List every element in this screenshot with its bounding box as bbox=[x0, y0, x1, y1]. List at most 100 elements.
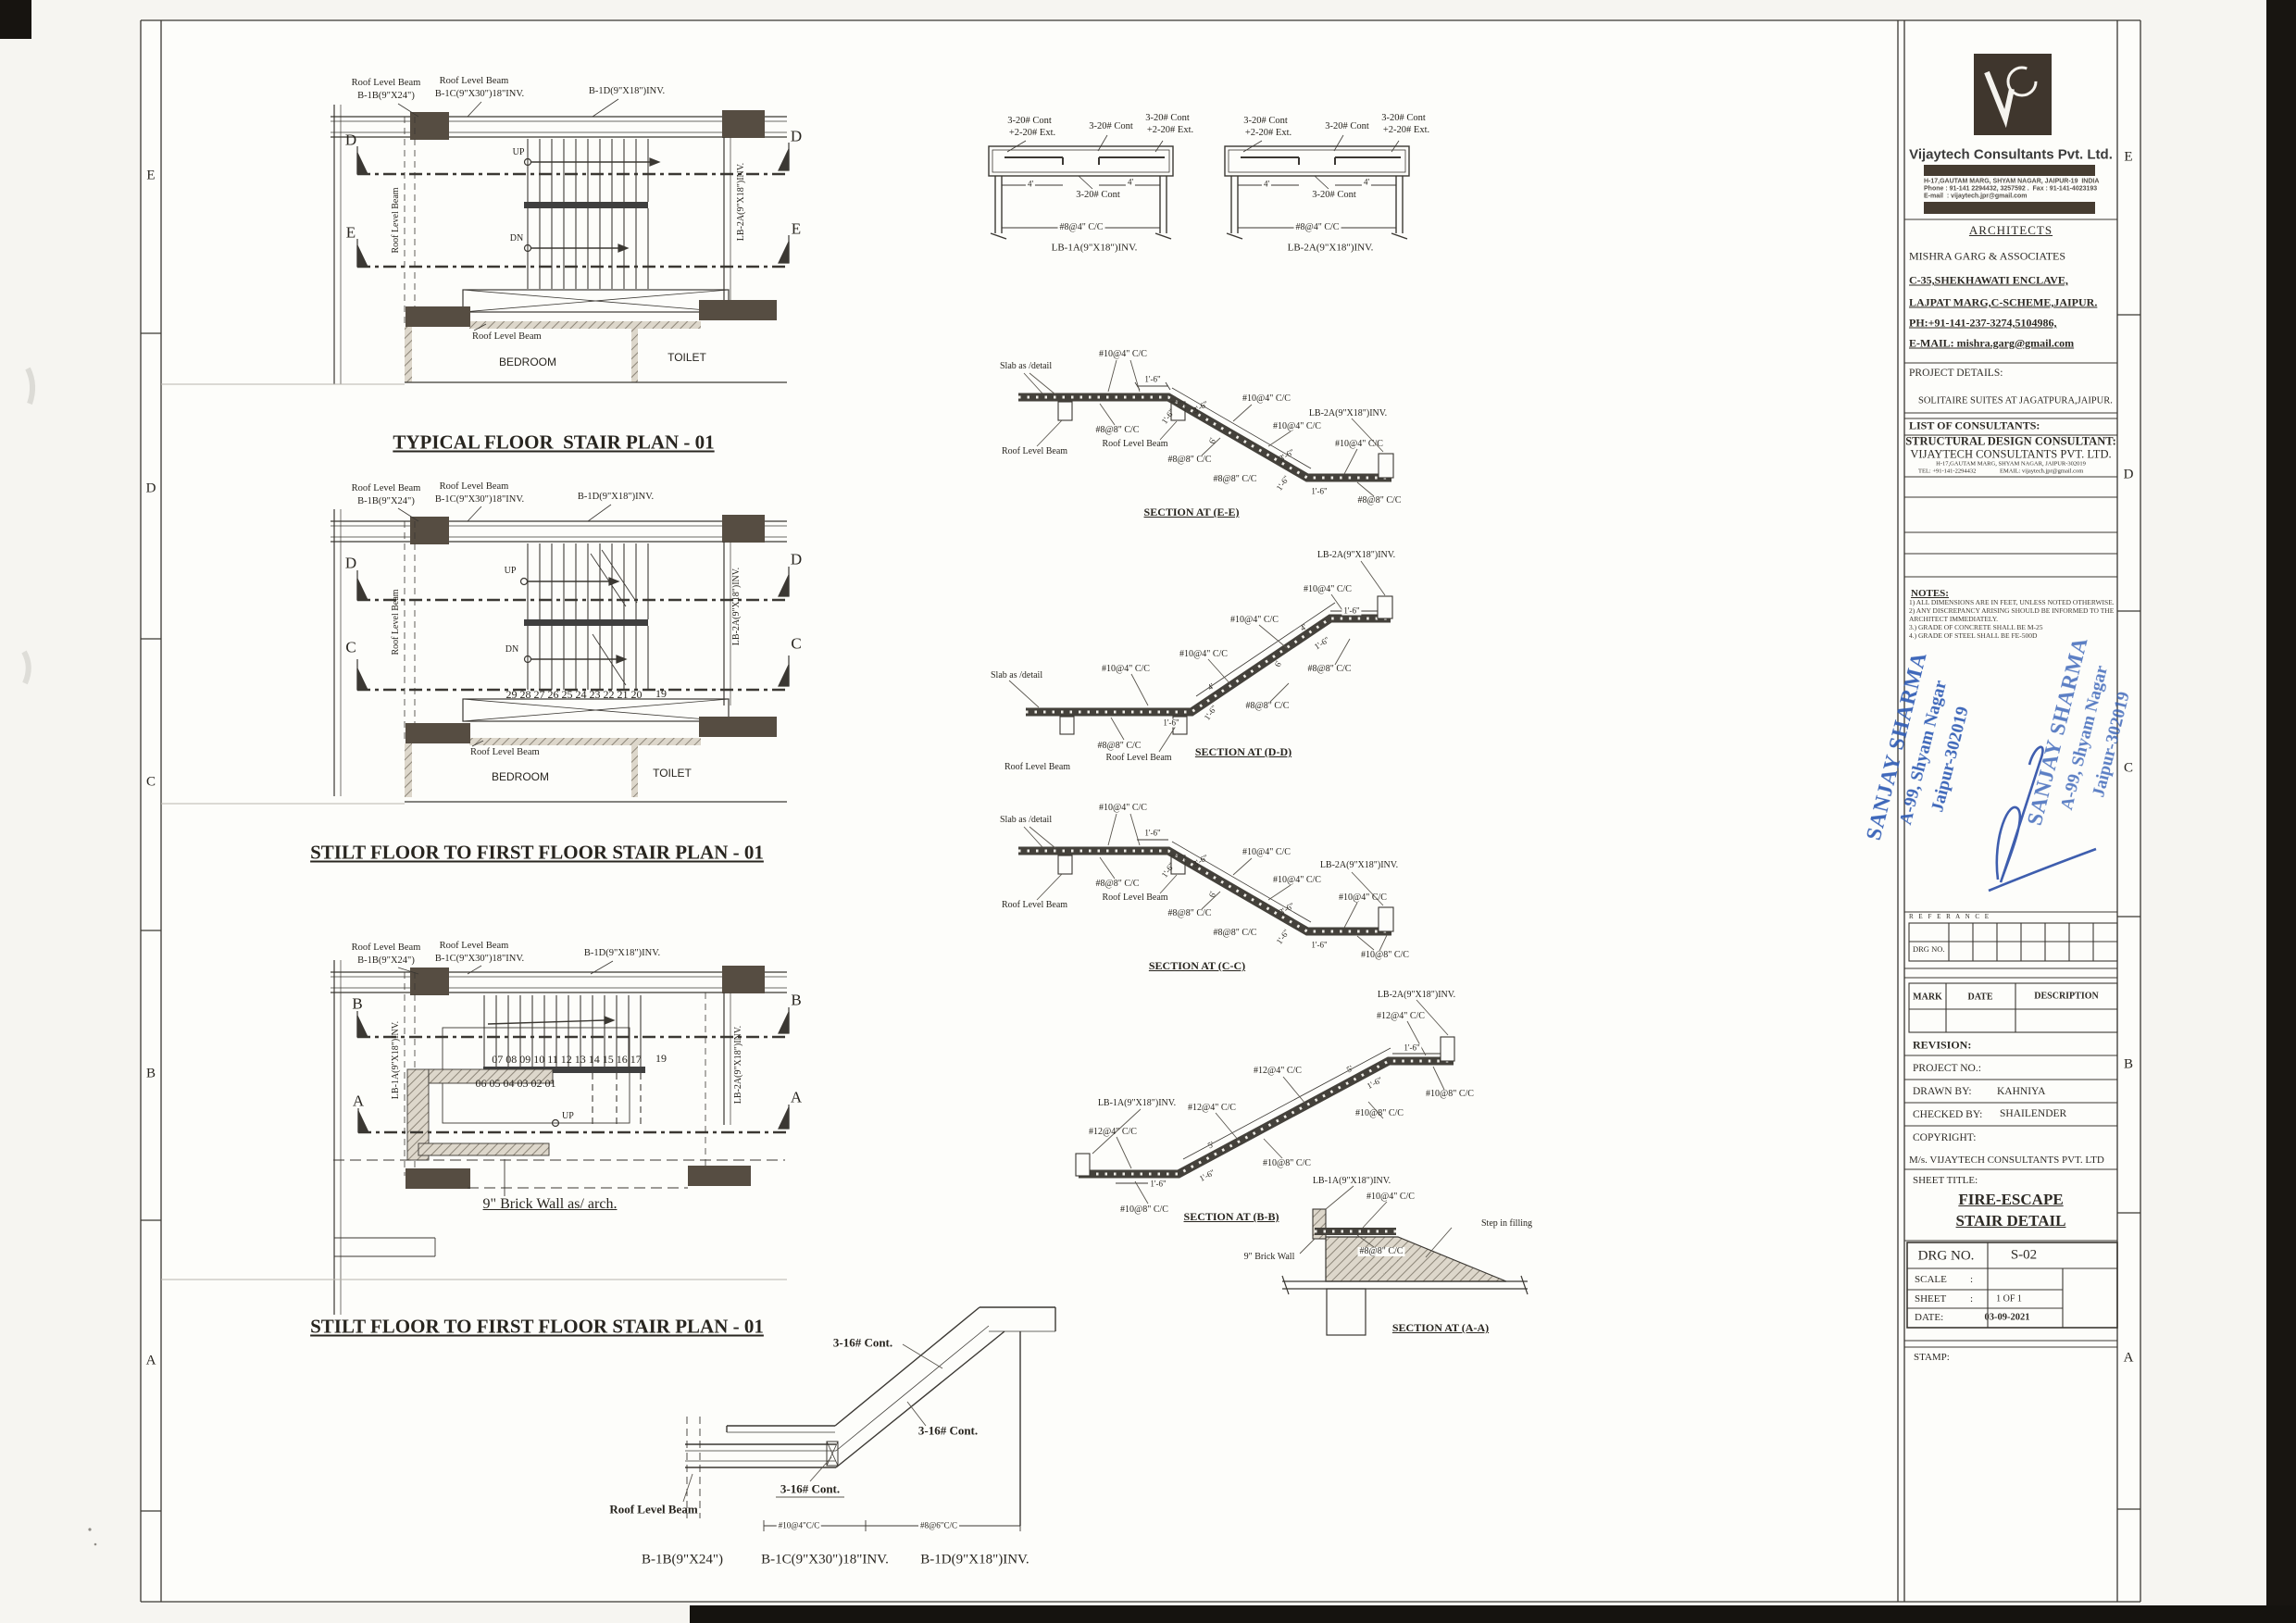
label-section_dd: #10@4" C/C bbox=[1304, 584, 1352, 594]
label-section_ee: Roof Level Beam bbox=[1102, 439, 1168, 449]
label-plan2: D bbox=[790, 550, 803, 568]
section-cc-linework bbox=[1018, 813, 1394, 952]
scan-smudge bbox=[25, 367, 35, 405]
label-plan3: B bbox=[791, 991, 802, 1009]
label-plan2: B-1D(9"X18")INV. bbox=[577, 491, 655, 502]
label-plan3: 19 bbox=[655, 1052, 667, 1065]
label-plan3: LB-2A(9"X18")INV. bbox=[733, 1025, 743, 1105]
label-section_dd: #10@4" C/C bbox=[1179, 649, 1228, 659]
label-section_aa: SECTION AT (A-A) bbox=[1391, 1321, 1490, 1334]
checked-by-label: CHECKED BY: bbox=[1913, 1109, 1983, 1120]
label-plan2: TOILET bbox=[653, 767, 692, 780]
label-plan3: B-1D(9"X18")INV. bbox=[583, 947, 661, 958]
label-plan3: Roof Level Beam bbox=[439, 940, 509, 951]
label-plan1: UP bbox=[512, 147, 525, 157]
company-name: Vijaytech Consultants Pvt. Ltd. bbox=[1909, 146, 2113, 163]
label-section_ee: #10@4" C/C bbox=[1335, 439, 1383, 449]
label-bottom_detail: #10@4"C/C bbox=[776, 1520, 822, 1530]
scan-right-strip bbox=[2266, 0, 2296, 1623]
label-bottom_detail: 3-16# Cont. bbox=[917, 1423, 979, 1438]
band-dark bbox=[1924, 202, 2095, 214]
consultants-label: LIST OF CONSULTANTS: bbox=[1909, 418, 2040, 432]
note-item: 3.) GRADE OF CONCRETE SHALL BE M-25 bbox=[1909, 623, 2043, 631]
label-plan1: TYPICAL FLOOR STAIR PLAN - 01 bbox=[393, 431, 715, 454]
label-section_bb: #10@8" C/C bbox=[1263, 1158, 1311, 1168]
drawn-by-label: DRAWN BY: bbox=[1913, 1086, 1972, 1097]
label-plan1: B-1B(9"X24") bbox=[357, 90, 415, 101]
label-grid: C bbox=[145, 774, 156, 790]
label-beam_details: 3-20# Cont bbox=[1312, 189, 1356, 200]
label-grid: B bbox=[145, 1066, 156, 1081]
label-beam_details: 3-20# Cont bbox=[1243, 115, 1288, 126]
label-section_cc: LB-2A(9"X18")INV. bbox=[1319, 860, 1399, 870]
structural-consultant-tel: TEL: +91-141-2294432 bbox=[1918, 468, 1977, 475]
company-address-line1: H-17,GAUTAM MARG, SHYAM NAGAR, JAIPUR-19… bbox=[1924, 178, 2100, 185]
label-section_bb: #10@8" C/C bbox=[1120, 1205, 1168, 1215]
company-address-line2: Phone : 91-141 2294432, 3257592 . Fax : … bbox=[1924, 185, 2098, 193]
label-section_dd: Roof Level Beam bbox=[1004, 762, 1071, 772]
label-grid: B bbox=[2123, 1056, 2134, 1072]
label-section_cc: #8@8" C/C bbox=[1095, 879, 1140, 889]
label-section_dd: #8@8" C/C bbox=[1307, 664, 1352, 674]
label-beam_details: 3-20# Cont bbox=[1089, 120, 1133, 131]
band-dark bbox=[1924, 165, 2095, 176]
sheet-colon: : bbox=[1970, 1293, 1974, 1305]
architects-email: E-MAIL: mishra.garg@gmail.com bbox=[1909, 336, 2075, 350]
architects-address1: C-35,SHEKHAWATI ENCLAVE, bbox=[1909, 273, 2068, 287]
label-plan2: Roof Level Beam bbox=[470, 746, 540, 757]
label-section_dd: 1'-6" bbox=[1161, 718, 1181, 728]
label-beam_details: 3-20# Cont bbox=[1381, 112, 1426, 123]
label-section_cc: #10@4" C/C bbox=[1242, 847, 1291, 857]
description-header: DESCRIPTION bbox=[2034, 991, 2099, 1002]
label-section_aa: LB-1A(9"X18")INV. bbox=[1312, 1176, 1391, 1186]
label-plan1: B-1C(9"X30")18"INV. bbox=[434, 88, 525, 99]
revision-label: REVISION: bbox=[1913, 1038, 1972, 1052]
label-plan2: BEDROOM bbox=[491, 770, 550, 783]
label-grid: C bbox=[2123, 760, 2134, 776]
section-bb-linework bbox=[1075, 999, 1455, 1205]
label-bottom_detail: B-1D(9"X18")INV. bbox=[920, 1552, 1029, 1567]
label-bottom_detail: B-1B(9"X24") bbox=[641, 1552, 724, 1567]
label-plan2: C bbox=[345, 638, 356, 656]
plan3-linework bbox=[161, 960, 790, 1315]
label-section_bb: 1'-6" bbox=[1148, 1179, 1168, 1189]
label-plan1: B-1D(9"X18")INV. bbox=[588, 85, 666, 96]
label-section_cc: Slab as /detail bbox=[1000, 815, 1053, 825]
label-section_ee: Slab as /detail bbox=[1000, 361, 1053, 371]
label-section_cc: Roof Level Beam bbox=[1102, 893, 1168, 903]
scan-bottom-strip bbox=[690, 1605, 2296, 1623]
label-beam_details: 3-20# Cont bbox=[1007, 115, 1052, 126]
label-plan1: Roof Level Beam bbox=[391, 187, 401, 254]
label-plan2: 29 28 27 26 25 24 23 22 21 20 bbox=[505, 688, 643, 701]
date-value: 03-09-2021 bbox=[1984, 1312, 2030, 1323]
label-beam_details: LB-2A(9"X18")INV. bbox=[1287, 242, 1374, 254]
label-section_cc: 1'-6" bbox=[1309, 940, 1329, 950]
sheet-title-line1: FIRE-ESCAPE bbox=[1958, 1191, 2064, 1208]
label-plan3: UP bbox=[562, 1111, 574, 1121]
label-section_ee: #10@4" C/C bbox=[1099, 349, 1147, 359]
label-plan2: B-1C(9"X30")18"INV. bbox=[434, 493, 525, 505]
label-section_cc: Roof Level Beam bbox=[1002, 900, 1068, 910]
structural-consultant-label: STRUCTURAL DESIGN CONSULTANT: bbox=[1905, 434, 2116, 448]
architects-address2: LAJPAT MARG,C-SCHEME,JAIPUR. bbox=[1909, 295, 2098, 309]
note-item: 4.) GRADE OF STEEL SHALL BE FE-500D bbox=[1909, 631, 2038, 640]
label-plan1: Roof Level Beam bbox=[472, 331, 542, 342]
label-beam_details: +2-20# Ext. bbox=[1146, 124, 1194, 135]
label-plan3: B-1B(9"X24") bbox=[357, 955, 415, 966]
ref-drg-no-label: DRG NO. bbox=[1913, 944, 1945, 954]
sheet-label: SHEET bbox=[1915, 1293, 1947, 1305]
company-address-line3: E-mail : vijaytech.jpr@gmail.com bbox=[1924, 193, 2028, 200]
project-details-label: PROJECT DETAILS: bbox=[1909, 368, 2003, 379]
sheet-frame bbox=[140, 19, 2141, 1603]
drg-no-value: S-02 bbox=[2010, 1247, 2038, 1263]
plan2-linework bbox=[161, 504, 790, 805]
label-plan3: Roof Level Beam bbox=[351, 942, 421, 953]
label-bottom_detail: 3-16# Cont. bbox=[832, 1335, 893, 1350]
label-plan1: LB-2A(9"X18")INV. bbox=[736, 162, 746, 242]
label-bottom_detail: Roof Level Beam bbox=[609, 1502, 698, 1517]
label-grid: A bbox=[145, 1353, 156, 1368]
architects-heading: ARCHITECTS bbox=[1968, 223, 2053, 237]
label-plan1: D bbox=[344, 131, 357, 149]
